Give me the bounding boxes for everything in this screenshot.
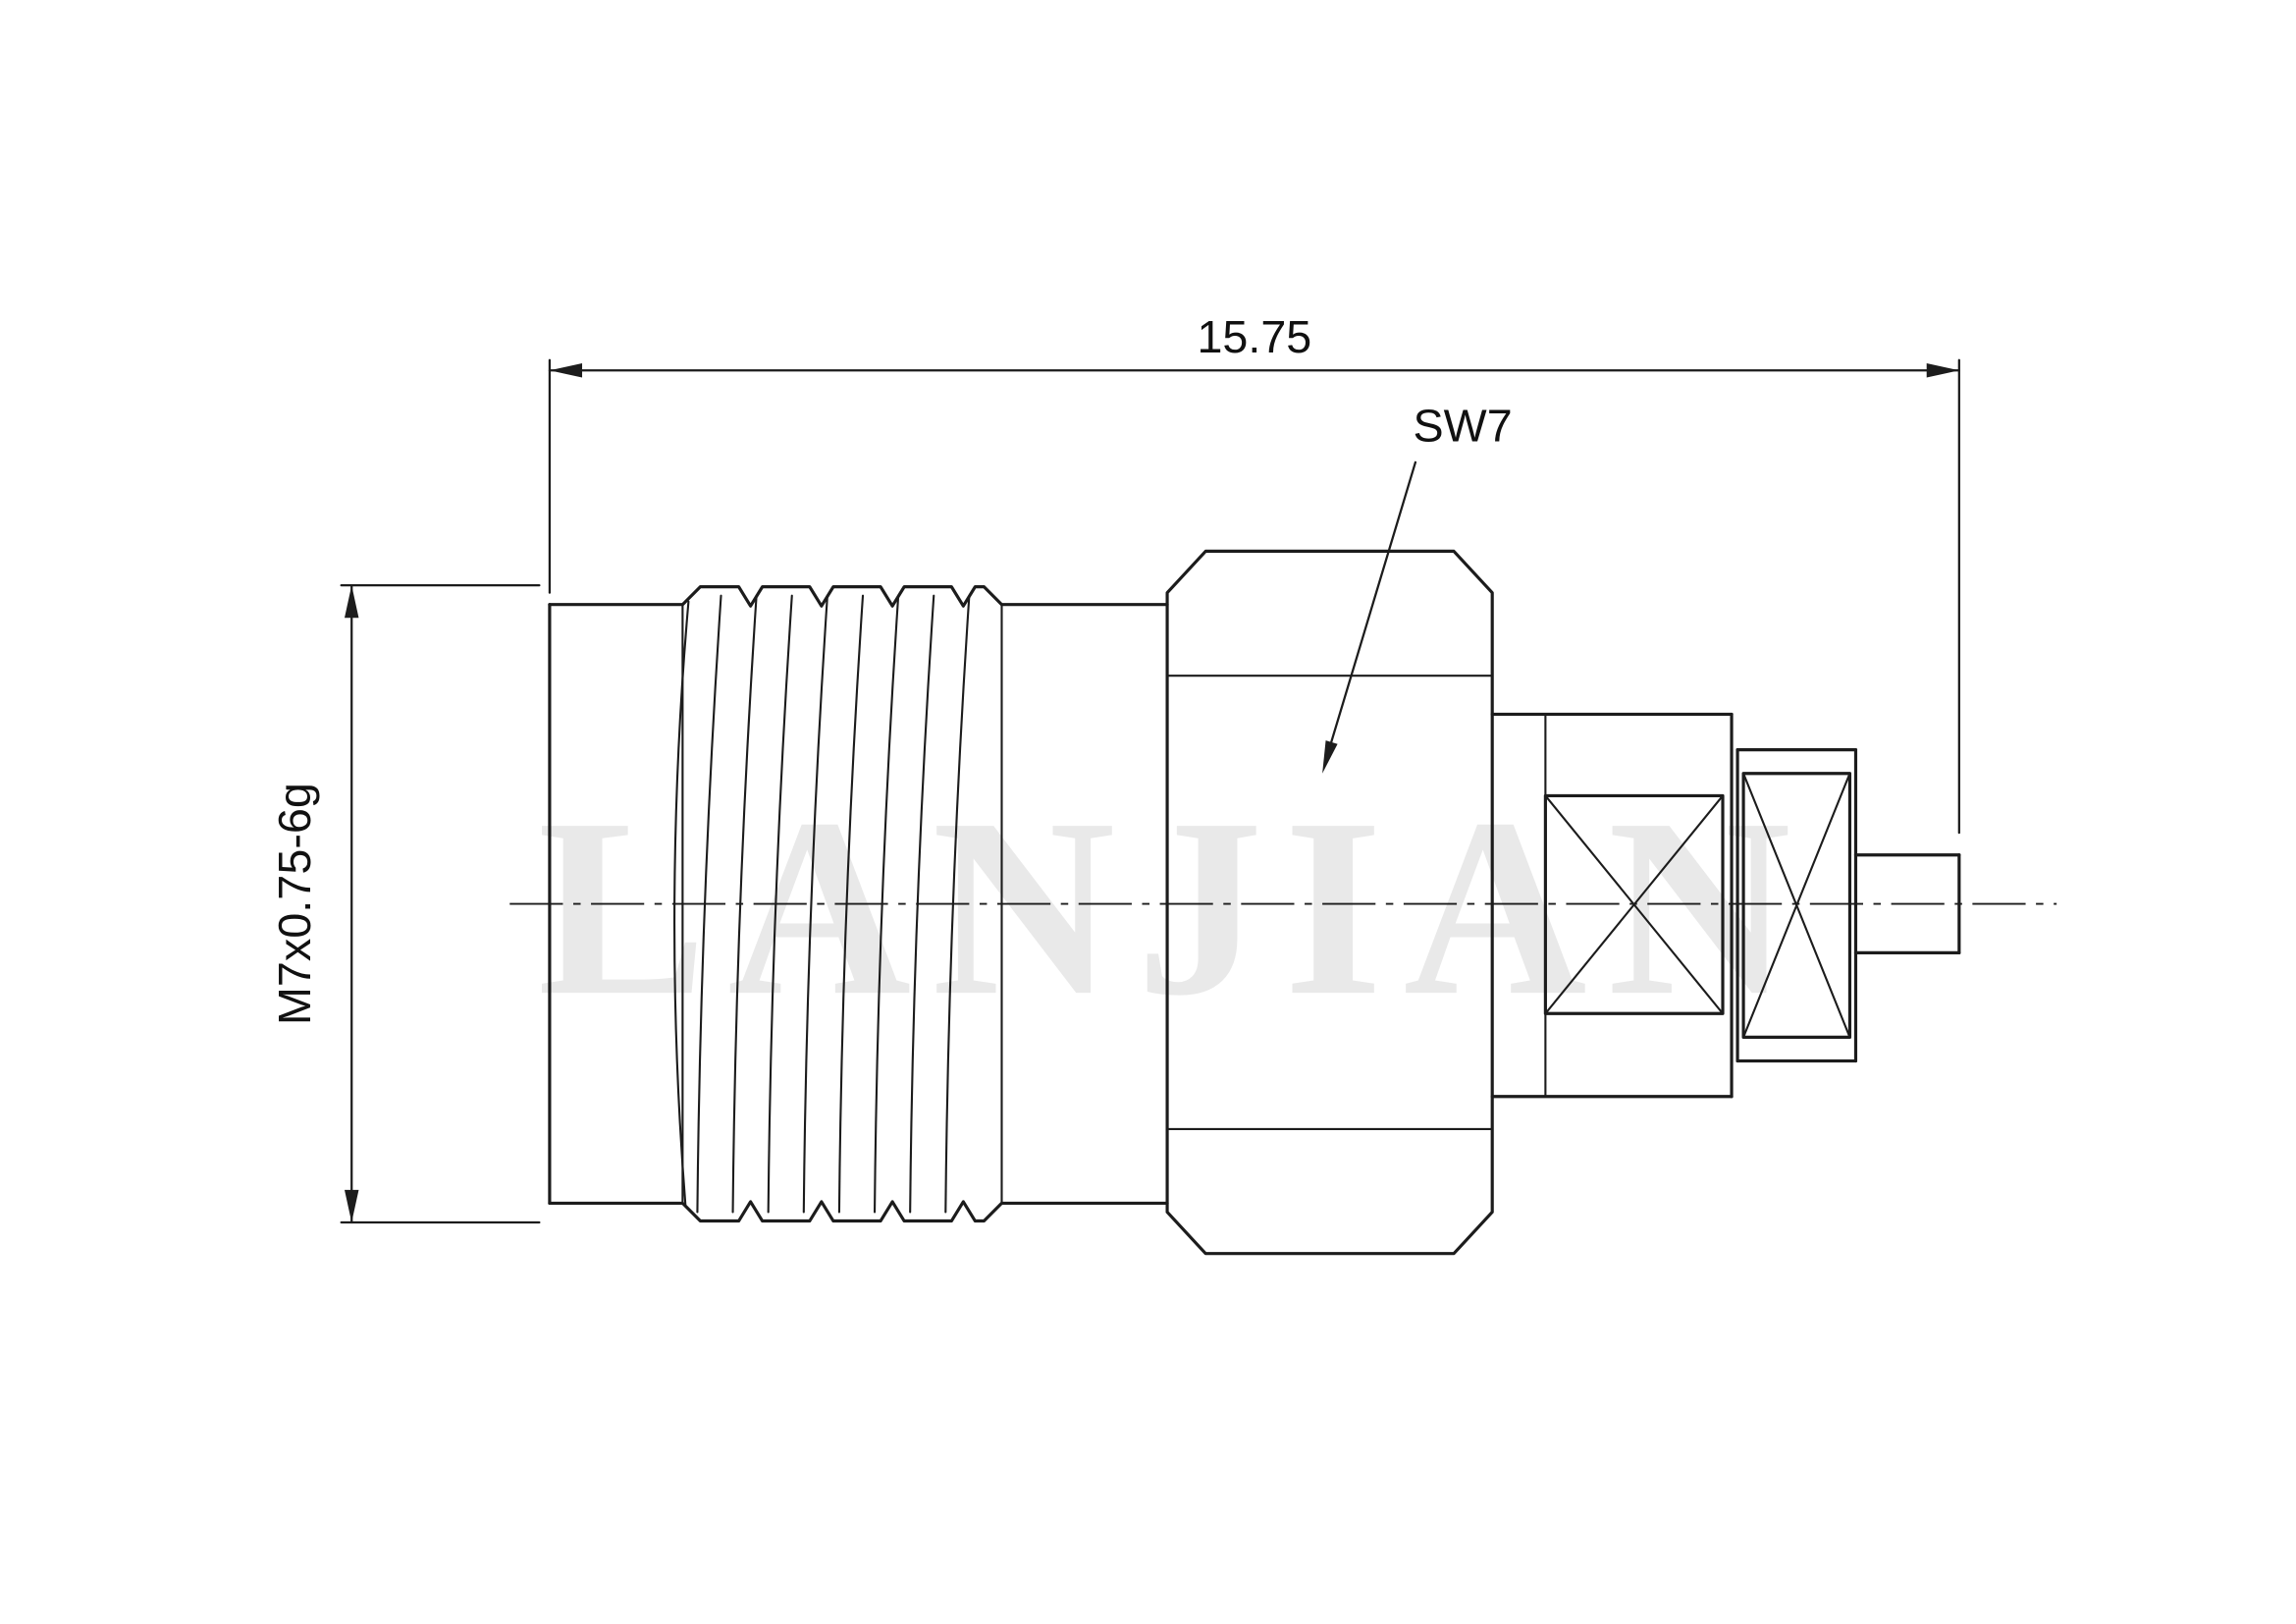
wrench-size-value: SW7 [1414, 401, 1513, 452]
dimension-thread-spec: M7x0.75-6g [269, 583, 541, 1224]
thread-line [873, 594, 900, 1214]
thread-line [802, 594, 828, 1214]
thread-helix-lines [673, 594, 971, 1214]
leader-arrow [1322, 740, 1338, 774]
dimension-overall-length: 15.75 [548, 311, 1960, 835]
hex-outline [1165, 549, 1494, 1256]
body-bottom-edge [548, 1200, 1169, 1223]
dimension-arrow-left [549, 363, 583, 378]
dimension-arrow-right [1926, 363, 1959, 378]
center-pin [1853, 853, 1961, 954]
thread-line [767, 594, 793, 1214]
crimp-box-diagonal [1544, 794, 1725, 1015]
thread-runout-line [673, 600, 690, 1208]
connector-left-body [548, 585, 1169, 1223]
bead-box-diagonal [1742, 772, 1851, 1039]
thread-line [731, 594, 758, 1214]
thread-spec-value: M7x0.75-6g [269, 783, 320, 1025]
watermark-text: LANJIAN [538, 767, 1812, 1049]
dimension-arrow-top [345, 585, 359, 619]
insulator-bead [1735, 748, 1858, 1063]
hex-nut [1165, 549, 1494, 1256]
thread-line [944, 594, 971, 1214]
rear-collar [1490, 712, 1734, 1099]
dimension-arrow-bottom [345, 1189, 359, 1223]
body-top-edge [548, 585, 1169, 608]
overall-length-value: 15.75 [1197, 311, 1311, 362]
leader-line [1330, 460, 1417, 744]
thread-line [696, 594, 722, 1214]
thread-line [837, 594, 865, 1214]
leader-wrench-size: SW7 [1322, 401, 1513, 774]
thread-line [909, 594, 935, 1214]
